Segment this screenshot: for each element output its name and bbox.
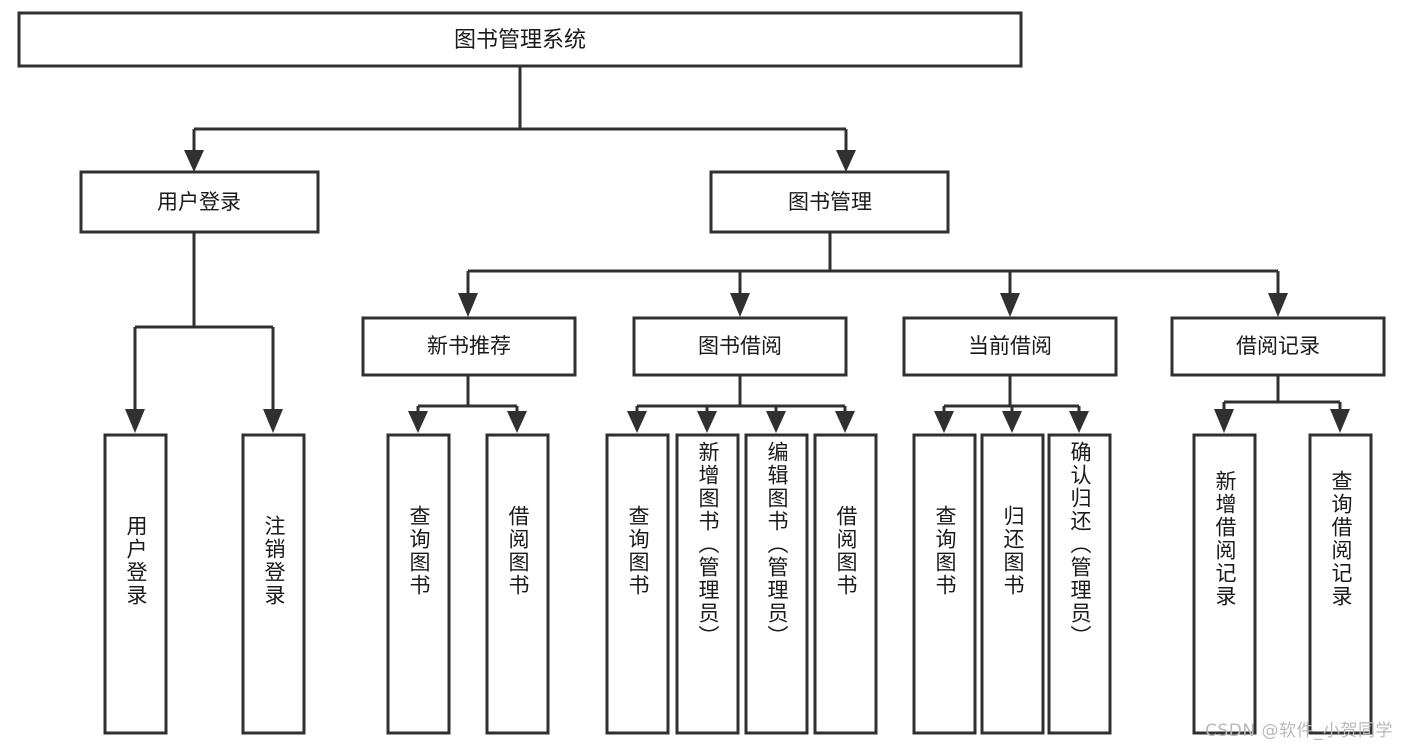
node-book-management-label: 图书管理 xyxy=(788,190,872,214)
node-book-management[interactable]: 图书管理 xyxy=(709,170,950,234)
node-leaf-return-book[interactable] xyxy=(980,433,1045,735)
node-leaf-user-login[interactable] xyxy=(103,433,168,735)
edge-book-borrow-to-leaves xyxy=(627,374,855,433)
node-user-login-label: 用户登录 xyxy=(157,190,241,214)
node-borrow-record-label: 借阅记录 xyxy=(1236,334,1320,358)
node-new-book-recommend[interactable]: 新书推荐 xyxy=(361,316,577,377)
node-leaf-add-book[interactable] xyxy=(675,433,740,735)
node-leaf-query-book-2[interactable] xyxy=(605,433,670,735)
node-user-login[interactable]: 用户登录 xyxy=(79,170,320,234)
node-leaf-logout-login[interactable] xyxy=(241,433,306,735)
node-leaf-query-book-1[interactable] xyxy=(386,433,451,735)
edge-borrow-record-to-leaves xyxy=(1214,374,1350,433)
edge-book-management-to-level3 xyxy=(458,232,1288,317)
node-new-book-recommend-label: 新书推荐 xyxy=(427,334,511,358)
node-book-borrow-label: 图书借阅 xyxy=(698,334,782,358)
node-leaf-confirm-return[interactable] xyxy=(1047,433,1112,735)
node-book-borrow[interactable]: 图书借阅 xyxy=(632,316,848,377)
node-leaf-query-book-3[interactable] xyxy=(912,433,977,735)
node-leaf-query-record[interactable] xyxy=(1308,433,1373,735)
node-leaf-edit-book[interactable] xyxy=(744,433,809,735)
csdn-watermark: CSDN @软件_小贺同学 xyxy=(1205,721,1393,741)
node-root[interactable]: 图书管理系统 xyxy=(17,11,1023,68)
edge-current-borrow-to-leaves xyxy=(934,374,1089,433)
node-leaf-borrow-book-2[interactable] xyxy=(813,433,878,735)
node-leaf-borrow-book-1[interactable] xyxy=(485,433,550,735)
node-borrow-record[interactable]: 借阅记录 xyxy=(1170,316,1386,377)
node-current-borrow[interactable]: 当前借阅 xyxy=(902,316,1118,377)
edge-root-to-level2 xyxy=(184,66,856,172)
node-root-label: 图书管理系统 xyxy=(454,28,586,53)
node-current-borrow-label: 当前借阅 xyxy=(968,334,1052,358)
edge-user-login-to-leaves xyxy=(125,232,283,433)
edge-new-book-recommend-to-leaves xyxy=(408,374,527,433)
node-leaf-add-record[interactable] xyxy=(1192,433,1257,735)
